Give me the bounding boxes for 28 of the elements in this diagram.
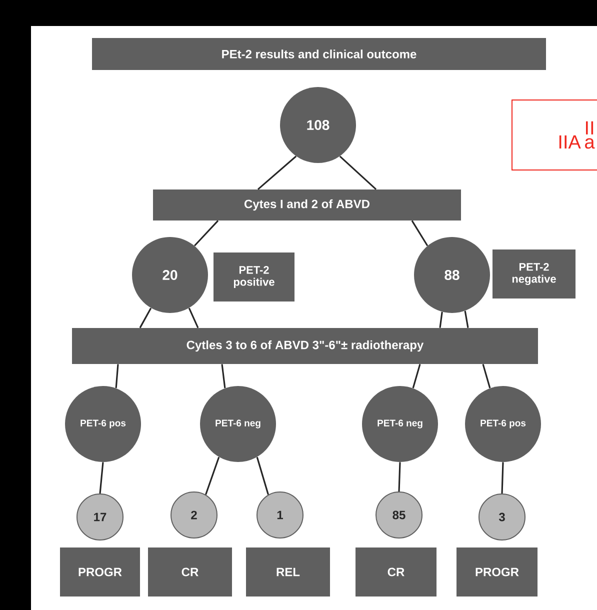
connector-line (139, 308, 152, 328)
connector-line (412, 364, 421, 388)
outcome-box: CR (356, 548, 436, 596)
outcome-box: PROGR (60, 548, 140, 596)
connector-line (501, 462, 504, 494)
treatment-bar: Cytles 3 to 6 of ABVD 3"-6"± radiotherapy (72, 328, 538, 364)
result-box: PET-2 positive (214, 252, 294, 302)
outcome-box: REL (246, 548, 330, 596)
title-bar: PEt-2 results and clinical outcome (92, 38, 546, 70)
connector-line (482, 364, 491, 388)
connector-line (257, 156, 297, 190)
connector-line (411, 220, 428, 246)
outcome-box: PROGR (456, 548, 538, 596)
connector-line (339, 156, 377, 190)
connector-line (439, 312, 443, 328)
result-box: PET-2 negative (492, 250, 576, 298)
connector-line (188, 308, 199, 328)
connector-line (205, 456, 220, 495)
connector-line (194, 220, 219, 246)
connector-line (115, 364, 119, 388)
connector-line (221, 364, 226, 388)
connector-line (256, 456, 270, 495)
connector-line (99, 462, 104, 494)
note-box: II IIA a (512, 100, 597, 170)
outcome-box: CR (148, 548, 232, 596)
connector-line (398, 462, 401, 492)
treatment-bar: Cytes I and 2 of ABVD (153, 190, 461, 220)
connector-line (464, 310, 469, 328)
